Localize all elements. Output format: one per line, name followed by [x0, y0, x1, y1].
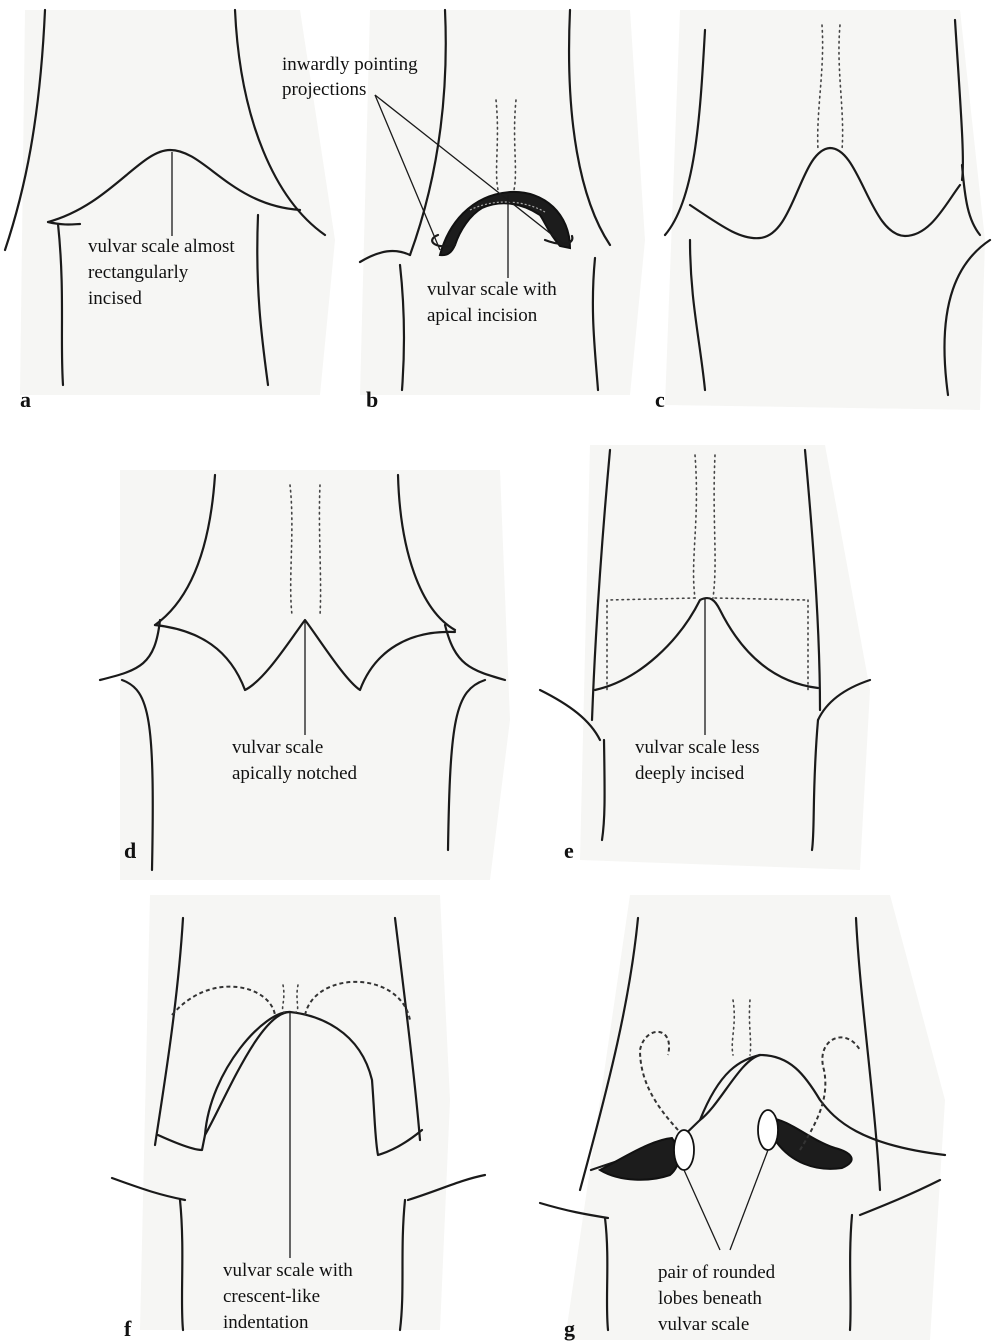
- panel-label-g: g: [564, 1316, 575, 1341]
- panel-label-a: a: [20, 387, 31, 412]
- panel-label-d: d: [124, 838, 136, 863]
- panel-c: c: [655, 10, 990, 412]
- panel-label-e: e: [564, 838, 574, 863]
- panel-f: vulvar scale with crescent-like indentat…: [112, 895, 485, 1341]
- panel-label-b: b: [366, 387, 378, 412]
- panel-b: inwardly pointing projections vulvar sca…: [282, 10, 645, 412]
- panel-label-c: c: [655, 387, 665, 412]
- panel-d: vulvar scale apically notched d: [100, 470, 510, 880]
- panel-label-f: f: [124, 1316, 132, 1341]
- panel-e: vulvar scale less deeply incised e: [540, 445, 870, 870]
- panel-g: pair of rounded lobes beneath vulvar sca…: [540, 895, 945, 1341]
